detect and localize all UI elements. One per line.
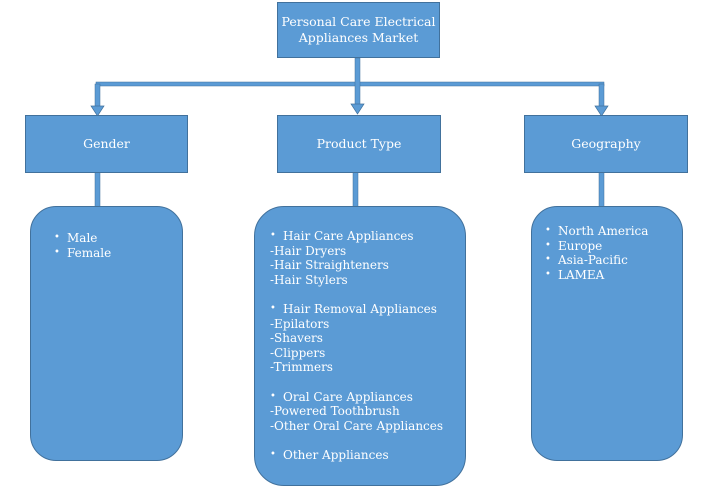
- root-arrow: [350, 103, 365, 115]
- product-group: Oral Care Appliances -Powered Toothbrush…: [270, 390, 443, 434]
- category-gender-label: Gender: [83, 136, 130, 151]
- product-group-title: Oral Care Appliances: [270, 390, 443, 405]
- product-item: -Epilators: [270, 316, 330, 331]
- geography-item: Europe: [545, 239, 648, 254]
- product-group-title: Hair Care Appliances: [270, 229, 443, 244]
- product-item: -Trimmers: [270, 360, 333, 375]
- product-type-list: Hair Care Appliances -Hair Dryers -Hair …: [270, 229, 443, 463]
- geography-item: Asia-Pacific: [545, 253, 648, 268]
- product-group-title: Other Appliances: [270, 448, 443, 463]
- category-geography: Geography: [524, 115, 688, 173]
- product-item: -Hair Stylers: [270, 272, 348, 287]
- gender-item: Male: [54, 231, 111, 246]
- product-item: -Powered Toothbrush: [270, 404, 400, 419]
- product-item: -Shavers: [270, 331, 323, 346]
- geography-item: LAMEA: [545, 268, 648, 283]
- geography-item: North America: [545, 224, 648, 239]
- gender-list: Male Female: [54, 231, 111, 260]
- product-group: Other Appliances: [270, 448, 443, 463]
- product-item: -Hair Dryers: [270, 243, 347, 258]
- left-arrow: [90, 105, 105, 117]
- category-gender: Gender: [25, 115, 188, 173]
- product-item: -Hair Straighteners: [270, 258, 389, 273]
- geography-connector: [598, 167, 605, 211]
- left-connector: [94, 83, 101, 109]
- root-connector: [354, 57, 361, 107]
- product-group: Hair Removal Appliances -Epilators -Shav…: [270, 302, 443, 375]
- product-type-panel: [254, 206, 466, 486]
- category-product-type-label: Product Type: [316, 136, 402, 151]
- root-node: Personal Care Electrical Appliances Mark…: [277, 2, 440, 58]
- right-arrow: [594, 105, 609, 117]
- horizontal-connector: [95, 81, 605, 87]
- product-item: -Clippers: [270, 345, 326, 360]
- right-connector: [598, 83, 605, 109]
- gender-connector: [94, 171, 101, 211]
- root-label-line1: Personal Care Electrical: [281, 14, 436, 29]
- root-label-line2: Appliances Market: [298, 30, 419, 45]
- category-product-type: Product Type: [277, 115, 441, 173]
- gender-item: Female: [54, 246, 111, 261]
- geography-list: North America Europe Asia-Pacific LAMEA: [545, 224, 648, 282]
- product-item: -Other Oral Care Appliances: [270, 418, 444, 433]
- product-group-title: Hair Removal Appliances: [270, 302, 443, 317]
- product-group: Hair Care Appliances -Hair Dryers -Hair …: [270, 229, 443, 287]
- category-geography-label: Geography: [571, 136, 641, 151]
